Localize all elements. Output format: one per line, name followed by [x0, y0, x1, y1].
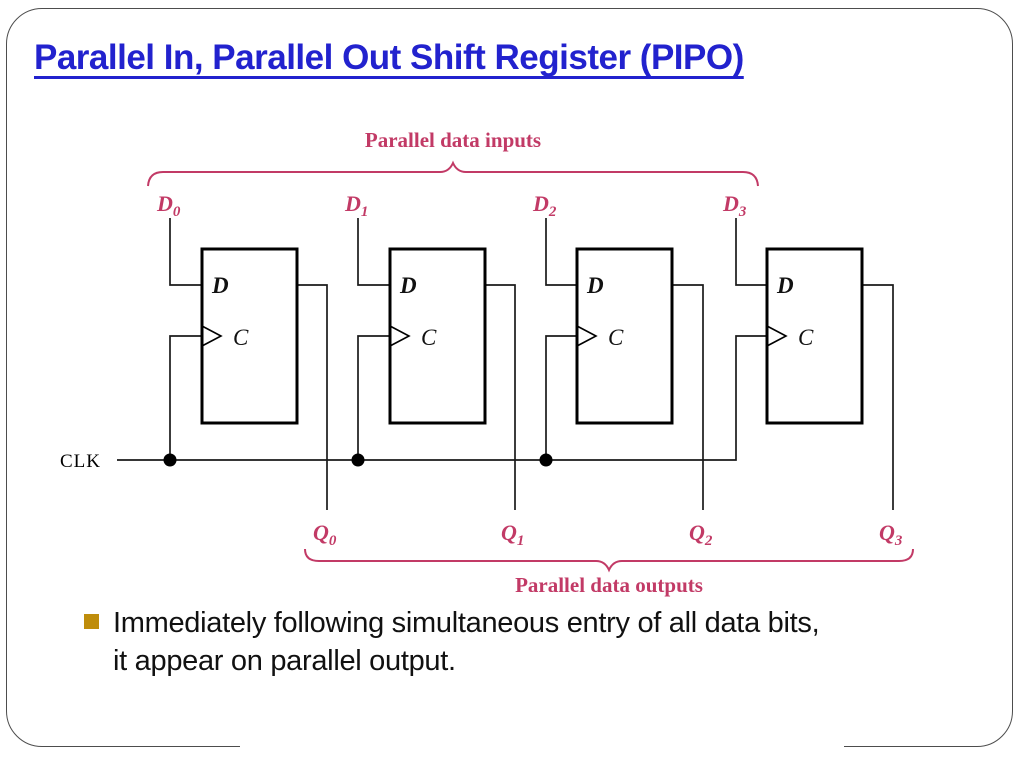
clock-wires	[117, 335, 767, 461]
output-label-q3: Q3	[879, 520, 903, 549]
flip-flop-3: D C	[575, 247, 674, 425]
flip-flop-3-clock-triangle-icon	[576, 325, 598, 347]
output-wires	[297, 284, 894, 510]
flip-flop-3-box	[575, 247, 674, 425]
flip-flop-4-clock-triangle-icon	[766, 325, 788, 347]
input-label-d2: D2	[532, 191, 557, 220]
clk-label: CLK	[60, 451, 101, 472]
bullet-line-2: it appear on parallel output.	[113, 645, 456, 677]
flip-flop-4-box	[765, 247, 864, 425]
flip-flop-2-c-label: C	[421, 325, 437, 350]
flip-flop-2-box	[388, 247, 487, 425]
flip-flop-2-d-label: D	[399, 273, 417, 298]
flip-flop-2: D C	[388, 247, 487, 425]
input-label-d1: D1	[344, 191, 368, 220]
flip-flop-1: D C	[200, 247, 299, 425]
bullet-text: Immediately following simultaneous entry…	[113, 604, 820, 680]
flip-flop-2-clock-triangle-icon	[389, 325, 411, 347]
top-brace	[147, 160, 759, 187]
parallel-data-inputs-label: Parallel data inputs	[365, 128, 541, 152]
bullet-line-1: Immediately following simultaneous entry…	[113, 607, 820, 639]
bullet-item: Immediately following simultaneous entry…	[84, 604, 820, 680]
slide-title: Parallel In, Parallel Out Shift Register…	[34, 38, 744, 77]
bottom-brace	[304, 548, 914, 573]
parallel-data-outputs-label: Parallel data outputs	[515, 573, 703, 597]
slide-border-gap	[240, 740, 844, 754]
flip-flop-4: D C	[765, 247, 864, 425]
flip-flop-3-c-label: C	[608, 325, 624, 350]
flip-flop-1-clock-triangle-icon	[201, 325, 223, 347]
bullet-square-icon	[84, 614, 99, 629]
output-label-q0: Q0	[313, 520, 337, 549]
input-wires	[169, 218, 767, 286]
flip-flop-1-box	[200, 247, 299, 425]
flip-flop-4-c-label: C	[798, 325, 814, 350]
output-label-q2: Q2	[689, 520, 713, 549]
flip-flop-4-d-label: D	[776, 273, 794, 298]
pipo-circuit-diagram: Parallel data inputs D0 D1 D2 D3 CLK D	[60, 128, 914, 597]
clock-junction-dots	[163, 453, 553, 467]
flip-flop-3-d-label: D	[586, 273, 604, 298]
output-label-q1: Q1	[501, 520, 524, 549]
flip-flop-1-c-label: C	[233, 325, 249, 350]
input-label-d3: D3	[722, 191, 747, 220]
input-label-d0: D0	[156, 191, 181, 220]
flip-flop-1-d-label: D	[211, 273, 229, 298]
